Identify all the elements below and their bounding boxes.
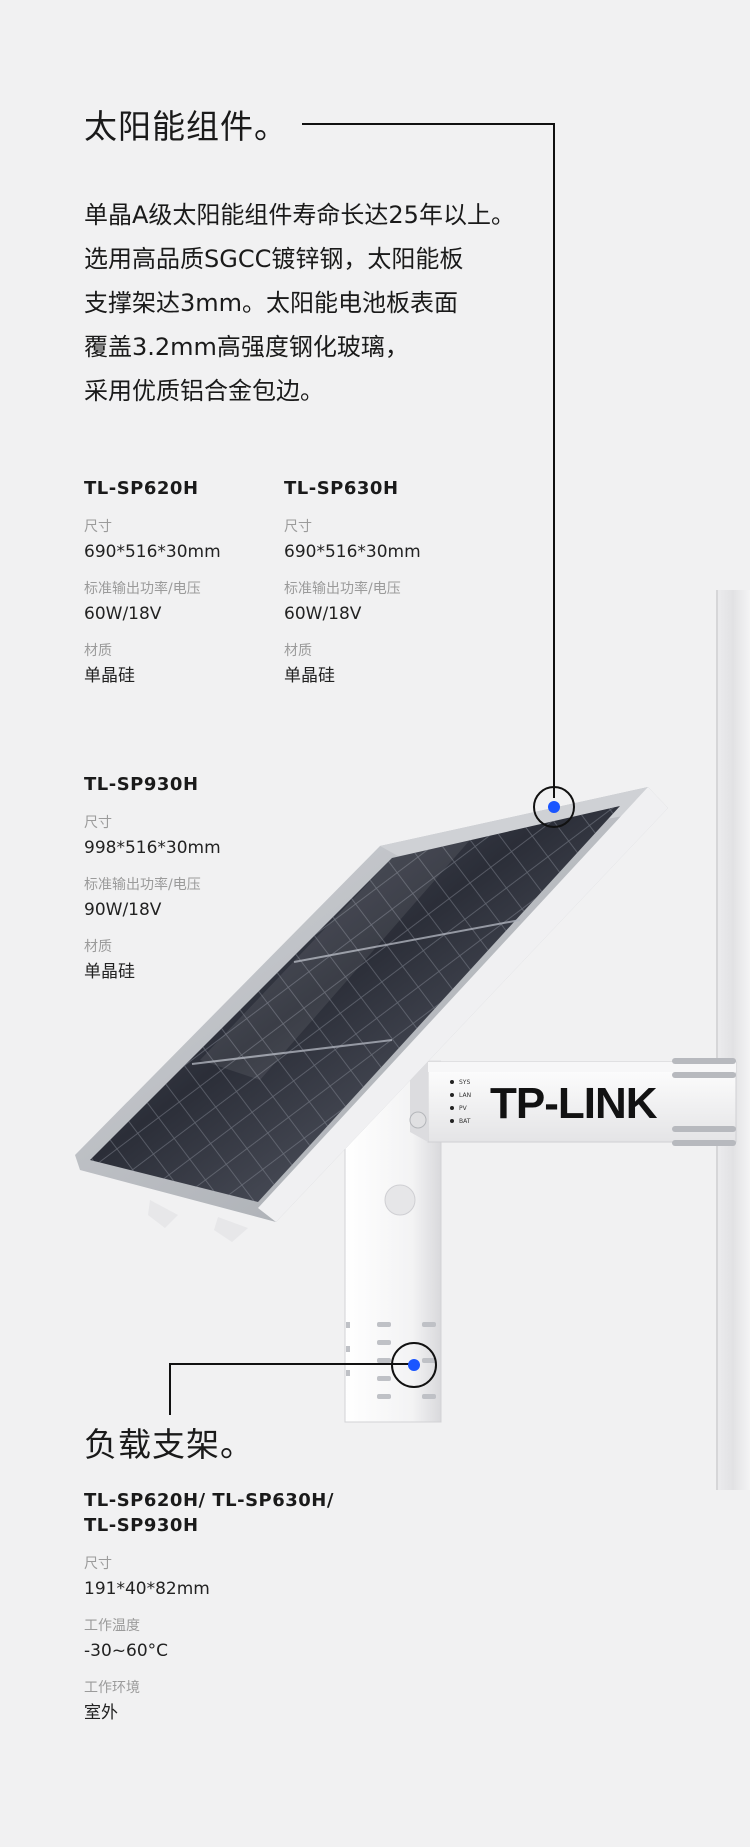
spec-block-sp620h: TL-SP620H 尺寸 690*516*30mm 标准输出功率/电压 60W/… <box>84 476 221 687</box>
power-value: 60W/18V <box>284 604 362 624</box>
panel-marker-ring <box>533 786 575 828</box>
size-value: 998*516*30mm <box>84 838 221 858</box>
bracket-section-title: 负载支架。 <box>84 1425 254 1464</box>
material-label: 材质 <box>84 939 112 955</box>
panel-section-title: 太阳能组件。 <box>84 107 288 146</box>
size-value: 191*40*82mm <box>84 1579 210 1599</box>
panel-leader-horizontal <box>302 123 555 125</box>
spec-block-bracket: TL-SP620H/ TL-SP630H/ TL-SP930H 尺寸 191*4… <box>84 1488 334 1724</box>
indicator-bat: BAT <box>459 1118 471 1125</box>
spec-block-sp930h: TL-SP930H 尺寸 998*516*30mm 标准输出功率/电压 90W/… <box>84 772 221 983</box>
material-label: 材质 <box>284 643 312 659</box>
temp-label: 工作温度 <box>84 1618 140 1634</box>
size-label: 尺寸 <box>84 815 112 831</box>
size-label: 尺寸 <box>84 1556 112 1572</box>
indicator-pv: PV <box>459 1105 468 1112</box>
size-value: 690*516*30mm <box>84 542 221 562</box>
power-value: 90W/18V <box>84 900 162 920</box>
size-value: 690*516*30mm <box>284 542 421 562</box>
env-value: 室外 <box>84 1703 118 1723</box>
brand-logo: TP-LINK <box>490 1079 658 1128</box>
description-line: 支撑架达3mm。太阳能电池板表面 <box>84 289 459 317</box>
bracket-leader-vertical <box>169 1363 171 1415</box>
indicator-lan: LAN <box>459 1092 471 1099</box>
power-label: 标准输出功率/电压 <box>84 581 201 597</box>
description-line: 选用高品质SGCC镀锌钢，太阳能板 <box>84 245 464 273</box>
wall <box>716 590 750 1490</box>
description-line: 单晶A级太阳能组件寿命长达25年以上。 <box>84 201 515 229</box>
material-label: 材质 <box>84 643 112 659</box>
bracket-marker-ring <box>391 1342 437 1388</box>
model-line: TL-SP930H <box>84 1515 199 1536</box>
material-value: 单晶硅 <box>84 666 135 686</box>
model-name: TL-SP930H <box>84 774 199 795</box>
description-line: 覆盖3.2mm高强度钢化玻璃， <box>84 333 409 361</box>
env-label: 工作环境 <box>84 1680 140 1696</box>
panel-marker-dot <box>548 801 560 813</box>
description-line: 采用优质铝合金包边。 <box>84 377 324 405</box>
model-line: TL-SP620H/ TL-SP630H/ <box>84 1490 334 1511</box>
size-label: 尺寸 <box>84 519 112 535</box>
model-name: TL-SP620H <box>84 478 199 499</box>
panel-description: 单晶A级太阳能组件寿命长达25年以上。 选用高品质SGCC镀锌钢，太阳能板 支撑… <box>84 193 515 413</box>
material-value: 单晶硅 <box>84 962 135 982</box>
panel-leader-vertical <box>553 123 555 798</box>
model-name: TL-SP630H <box>284 478 399 499</box>
bracket-marker-dot <box>408 1359 420 1371</box>
material-value: 单晶硅 <box>284 666 335 686</box>
power-value: 60W/18V <box>84 604 162 624</box>
power-label: 标准输出功率/电压 <box>284 581 401 597</box>
spec-block-sp630h: TL-SP630H 尺寸 690*516*30mm 标准输出功率/电压 60W/… <box>284 476 421 687</box>
temp-value: -30~60°C <box>84 1641 169 1661</box>
indicator-sys: SYS <box>459 1079 470 1086</box>
size-label: 尺寸 <box>284 519 312 535</box>
power-label: 标准输出功率/电压 <box>84 877 201 893</box>
bracket-leader-horizontal <box>169 1363 414 1365</box>
